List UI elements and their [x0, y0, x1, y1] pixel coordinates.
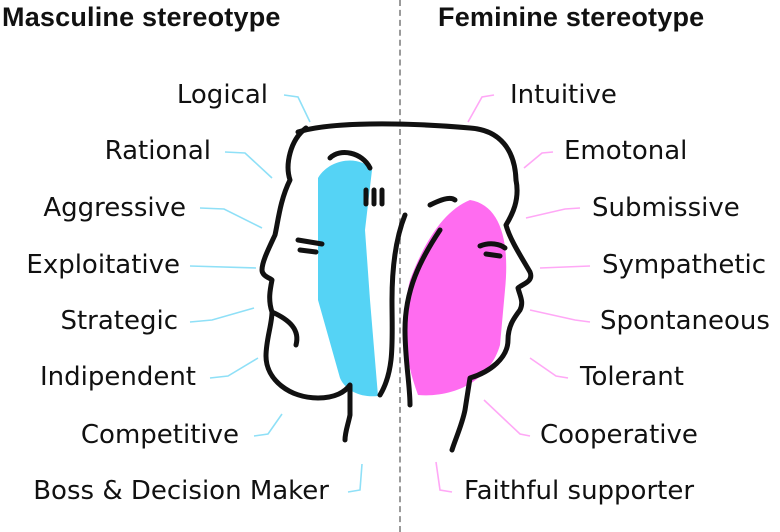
trait-spontaneous: Spontaneous: [600, 306, 770, 336]
connector-competitive: [253, 413, 283, 437]
trait-tolerant: Tolerant: [580, 362, 684, 392]
trait-boss-decision-maker: Boss & Decision Maker: [33, 476, 329, 506]
trait-faithful-supporter: Faithful supporter: [464, 476, 695, 506]
masculine-hair-top: [295, 121, 519, 183]
trait-rational: Rational: [104, 136, 211, 166]
connector-aggressive: [199, 207, 263, 229]
feminine-hair-inner: [427, 195, 458, 208]
connector-indipendent: [209, 357, 259, 379]
connector-spontaneous: [529, 309, 591, 323]
connector-cooperative: [483, 399, 531, 437]
masculine-face-outline: [259, 125, 353, 443]
center-divider: [399, 0, 401, 532]
trait-logical: Logical: [176, 80, 268, 110]
masculine-heading: Masculine stereotype: [2, 2, 281, 32]
trait-competitive: Competitive: [80, 420, 239, 450]
masculine-beard-line: [269, 309, 300, 348]
connector-logical: [283, 94, 311, 123]
masculine-hair-back: [327, 150, 373, 171]
trait-submissive: Submissive: [592, 193, 740, 223]
connector-boss: [347, 463, 363, 493]
connector-exploitative: [189, 265, 257, 269]
trait-exploitative: Exploitative: [26, 250, 180, 280]
connector-faithful: [435, 461, 453, 493]
feminine-eye: [477, 241, 508, 259]
trait-emotonal: Emotonal: [564, 136, 688, 166]
trait-cooperative: Cooperative: [540, 420, 698, 450]
trait-intuitive: Intuitive: [510, 80, 617, 110]
connector-strategic: [189, 307, 255, 323]
masculine-head-fill: [318, 160, 378, 397]
trait-indipendent: Indipendent: [39, 362, 196, 392]
feminine-hair-line: [402, 227, 443, 408]
connector-intuitive: [467, 94, 495, 123]
trait-strategic: Strategic: [60, 306, 178, 336]
connector-sympathetic: [539, 265, 591, 269]
masculine-brow-marks: [363, 187, 385, 207]
connector-tolerant: [529, 357, 569, 379]
trait-aggressive: Aggressive: [43, 193, 186, 223]
connector-emotonal: [523, 151, 554, 169]
connector-rational: [224, 151, 273, 179]
feminine-heading: Feminine stereotype: [438, 2, 705, 32]
masculine-neck-back: [377, 212, 408, 398]
connector-submissive: [525, 207, 581, 219]
feminine-face-outline: [449, 177, 534, 453]
trait-sympathetic: Sympathetic: [602, 250, 767, 280]
masculine-eye: [295, 237, 325, 255]
